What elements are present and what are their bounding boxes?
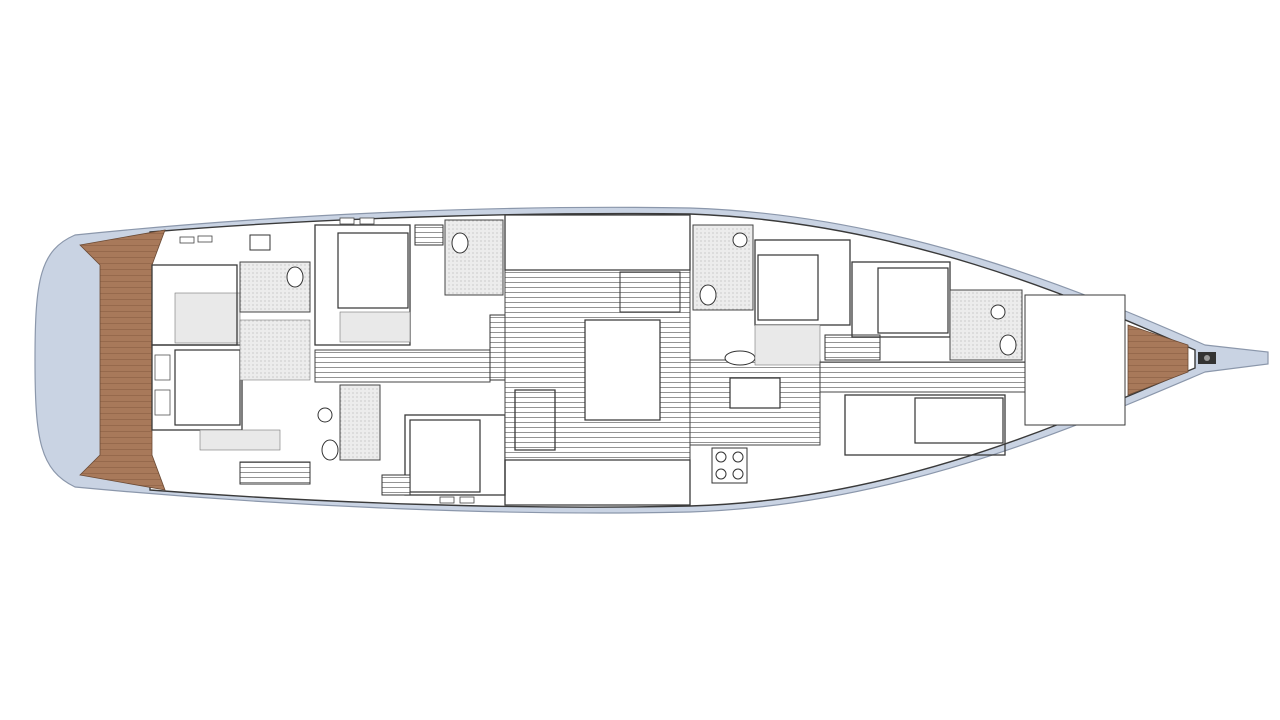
wardrobe-hanger-icon <box>381 474 411 496</box>
deck-hatches <box>179 217 475 504</box>
wardrobe-hanger-icon <box>414 224 444 246</box>
sink-icon <box>249 234 271 251</box>
toilet-icon <box>451 232 469 254</box>
sink-icon <box>990 304 1006 320</box>
stove-icon <box>711 447 748 484</box>
guest-cabin-port-aft <box>317 384 506 496</box>
master-head <box>692 224 754 311</box>
toilet-icon <box>286 266 304 288</box>
sink-icon <box>317 407 333 423</box>
toilet-icon <box>999 334 1017 356</box>
wardrobe-hanger-icon <box>239 461 311 485</box>
forward-corridor <box>819 361 1026 393</box>
crew-cabin-port <box>844 394 1006 456</box>
sink-icon <box>732 232 748 248</box>
aft-corridor <box>239 319 311 381</box>
forward-cabin-starboard <box>754 239 881 366</box>
wardrobe-hanger-icon <box>824 334 881 361</box>
saloon <box>504 214 691 506</box>
toilet-icon <box>699 284 717 306</box>
forepeak <box>1024 294 1126 426</box>
forward-head <box>949 289 1023 361</box>
toilet-icon <box>321 439 339 461</box>
bow-teak-deck <box>1127 324 1189 396</box>
central-corridor <box>314 349 491 383</box>
aft-cabin-port <box>151 344 281 451</box>
bow-fitting-icon <box>1198 352 1216 364</box>
guest-cabin-starboard-aft <box>314 224 411 346</box>
aft-cabin-starboard <box>151 264 241 346</box>
stern-teak-deck <box>79 229 166 491</box>
guest-head-starboard <box>414 219 504 296</box>
galley <box>689 350 821 484</box>
stairs-icon <box>619 271 681 313</box>
